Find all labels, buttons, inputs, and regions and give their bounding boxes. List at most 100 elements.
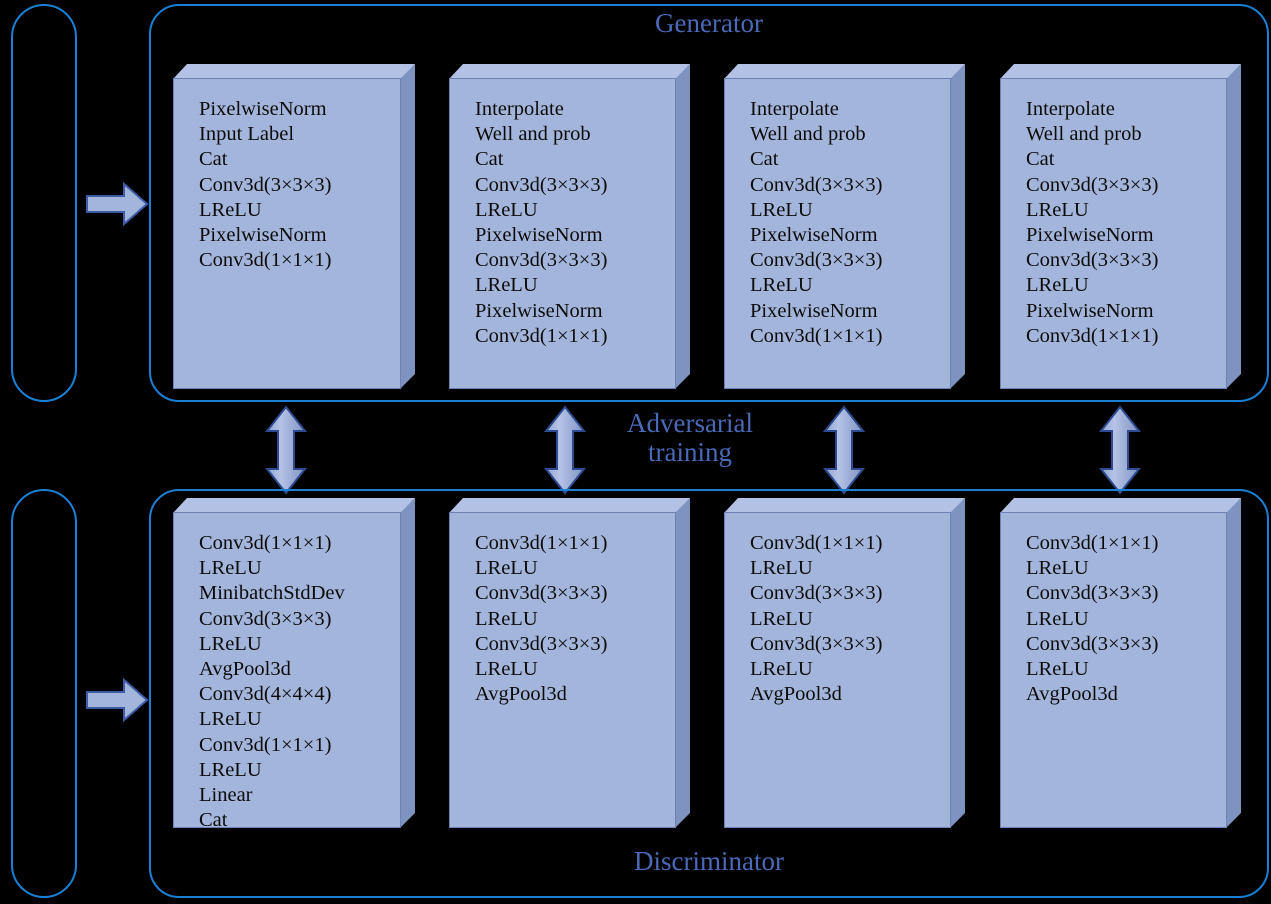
discriminator-input-arrow-icon [86,676,149,724]
layer-line: LReLU [475,557,538,580]
block-side-face [675,498,690,828]
layer-line: LReLU [475,274,538,297]
layer-line: Conv3d(3×3×3) [750,249,883,272]
generator-title: Generator [655,8,763,38]
layer-line: Conv3d(3×3×3) [1026,632,1159,655]
layer-line: AvgPool3d [750,683,842,706]
adversarial-arrow-icon-3 [822,405,866,495]
layer-line: PixelwiseNorm [475,224,603,247]
block-top-face [449,64,690,79]
block-front-face [724,78,951,389]
layer-line: Conv3d(1×1×1) [199,532,332,554]
generator-input-arrow-icon [86,180,149,228]
layer-line: LReLU [199,758,262,781]
block-side-face [950,64,965,389]
block-top-face [173,498,415,513]
layer-line: LReLU [750,557,813,580]
block-top-face [173,64,415,79]
layer-line: Interpolate [750,98,839,120]
adversarial-training-label: Adversarial training [627,408,753,468]
layer-line: LReLU [1026,658,1089,681]
layer-line: AvgPool3d [475,683,567,706]
block-side-face [675,64,690,389]
layer-line: LReLU [1026,198,1089,221]
layer-line: Conv3d(4×4×4) [199,683,332,706]
block-front-face [1000,78,1227,389]
layer-line: Conv3d(3×3×3) [199,607,332,630]
layer-line: LReLU [475,198,538,221]
layer-line: Cat [750,148,779,171]
discriminator-input-panel [11,489,77,898]
layer-line: Conv3d(3×3×3) [475,173,608,196]
layer-line: Cat [199,148,228,171]
layer-line: Conv3d(3×3×3) [1026,582,1159,605]
layer-line: Conv3d(3×3×3) [475,582,608,605]
block-top-face [724,64,965,79]
layer-line: Conv3d(3×3×3) [475,632,608,655]
layer-line: Cat [1026,148,1055,171]
layer-line: Conv3d(1×1×1) [199,249,332,272]
generator-input-panel [11,4,77,402]
layer-line: Interpolate [475,98,564,120]
block-front-face [173,78,401,389]
layer-line: PixelwiseNorm [1026,224,1154,247]
block-side-face [950,498,965,828]
layer-line: AvgPool3d [1026,683,1118,706]
layer-line: Conv3d(1×1×1) [750,532,883,554]
layer-line: Well and prob [1026,123,1142,146]
layer-line: Conv3d(3×3×3) [750,582,883,605]
discriminator-panel [149,489,1269,898]
layer-line: Linear [199,784,253,807]
block-front-face [724,512,951,828]
layer-line: Conv3d(3×3×3) [1026,249,1159,272]
layer-line: Conv3d(3×3×3) [750,173,883,196]
layer-line: LReLU [750,274,813,297]
layer-line: PixelwiseNorm [199,98,327,120]
discriminator-title: Discriminator [634,846,784,876]
block-top-face [724,498,965,513]
layer-line: LReLU [475,607,538,630]
layer-line: LReLU [199,557,262,580]
layer-line: Conv3d(1×1×1) [1026,532,1159,554]
adversarial-arrow-icon-2 [543,405,587,495]
layer-line: Conv3d(1×1×1) [199,733,332,756]
layer-line: Interpolate [1026,98,1115,120]
adversarial-arrow-icon-1 [264,405,308,495]
layer-line: Conv3d(1×1×1) [475,532,608,554]
layer-line: Well and prob [475,123,591,146]
block-front-face [449,512,676,828]
block-front-face [449,78,676,389]
block-front-face [1000,512,1227,828]
layer-line: AvgPool3d [199,658,291,681]
layer-line: Conv3d(1×1×1) [750,324,883,347]
layer-line: LReLU [750,198,813,221]
layer-line: LReLU [750,607,813,630]
layer-line: Conv3d(1×1×1) [475,324,608,347]
layer-line: Well and prob [750,123,866,146]
layer-line: LReLU [1026,607,1089,630]
block-top-face [1000,64,1241,79]
layer-line: LReLU [1026,557,1089,580]
layer-line: Conv3d(3×3×3) [1026,173,1159,196]
layer-line: PixelwiseNorm [750,224,878,247]
layer-line: Conv3d(3×3×3) [199,173,332,196]
layer-line: LReLU [199,708,262,731]
block-top-face [1000,498,1241,513]
block-side-face [400,64,415,389]
layer-line: PixelwiseNorm [475,299,603,322]
block-side-face [1226,64,1241,389]
layer-line: LReLU [1026,274,1089,297]
layer-line: PixelwiseNorm [750,299,878,322]
layer-line: Cat [199,809,228,832]
layer-line: PixelwiseNorm [199,224,327,247]
